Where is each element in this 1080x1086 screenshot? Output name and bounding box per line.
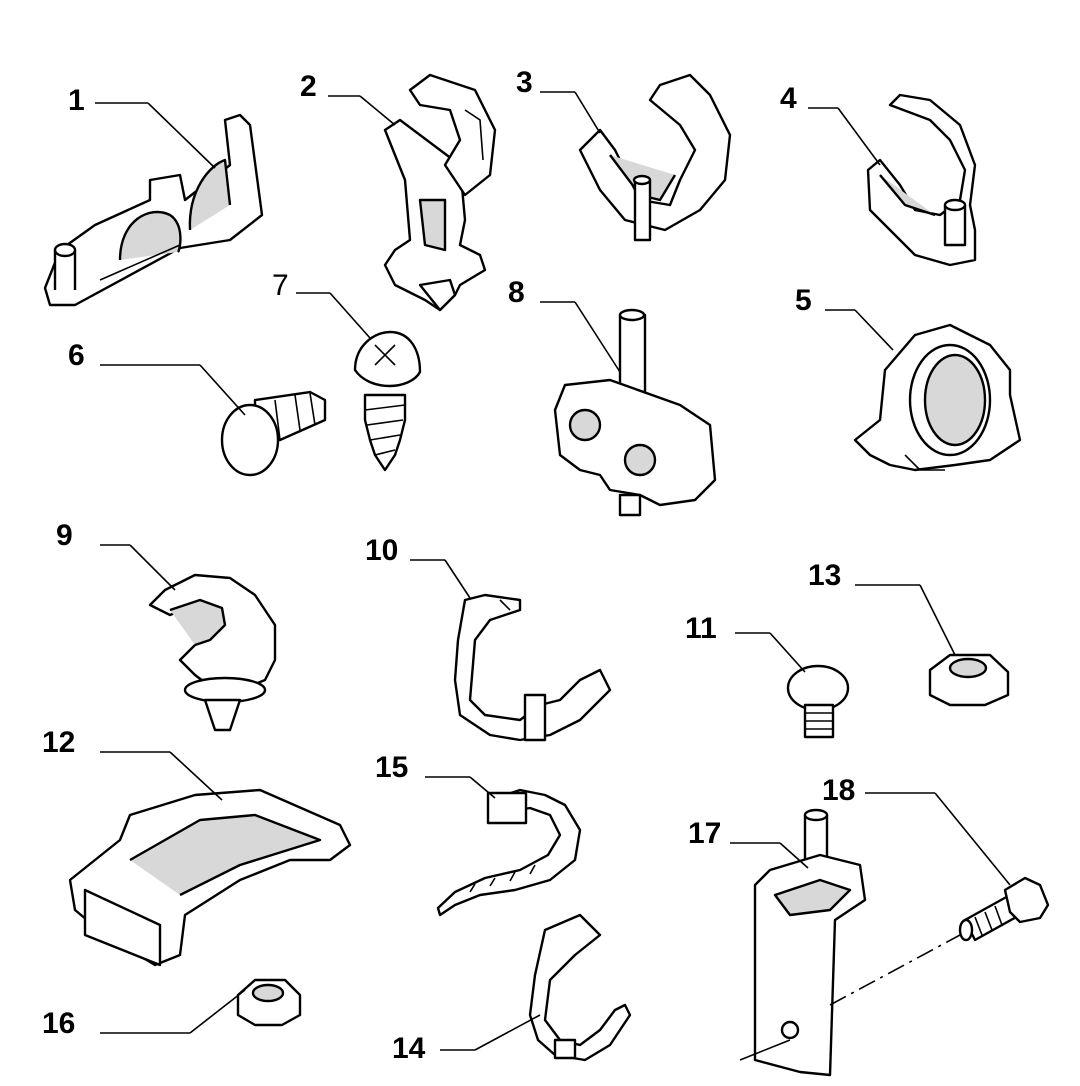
label-12: 12	[42, 726, 75, 759]
part-2-push-clip	[383, 73, 497, 312]
part-3-stud-clip	[578, 73, 732, 242]
part-7-screw	[353, 330, 422, 472]
part-8-double-holder	[553, 308, 717, 517]
part-1-double-clip	[43, 113, 264, 307]
part-10-bracket-clip	[453, 593, 612, 742]
assembly-axis-line	[829, 934, 961, 1006]
part-12-cable-tray	[68, 788, 352, 967]
part-16-hex-nut	[236, 978, 302, 1027]
part-11-rivet	[786, 664, 850, 739]
part-14-spring-clip	[528, 913, 632, 1062]
label-14: 14	[392, 1032, 426, 1065]
label-2: 2	[300, 70, 317, 103]
label-13: 13	[808, 559, 841, 592]
label-3: 3	[516, 66, 533, 99]
part-6-push-rivet	[220, 390, 327, 477]
label-8: 8	[508, 276, 525, 309]
part-15-cable-tie	[436, 788, 582, 917]
part-17-mounting-bracket	[753, 808, 867, 1077]
label-10: 10	[365, 534, 398, 567]
part-5-ring-clip	[853, 323, 1022, 472]
label-15: 15	[375, 751, 408, 784]
label-11: 11	[685, 612, 717, 645]
label-6: 6	[68, 339, 85, 372]
part-18-hex-bolt	[958, 876, 1050, 942]
label-7: 7	[272, 269, 289, 302]
label-1: 1	[68, 84, 85, 117]
label-17: 17	[688, 817, 721, 850]
label-4: 4	[780, 82, 797, 115]
label-5: 5	[795, 284, 812, 317]
label-18: 18	[822, 774, 855, 807]
label-9: 9	[56, 519, 73, 552]
label-16: 16	[42, 1007, 75, 1040]
part-9-loop-clip	[148, 573, 277, 732]
part-13-hex-nut	[928, 653, 1010, 707]
part-4-post-clip	[866, 93, 977, 267]
